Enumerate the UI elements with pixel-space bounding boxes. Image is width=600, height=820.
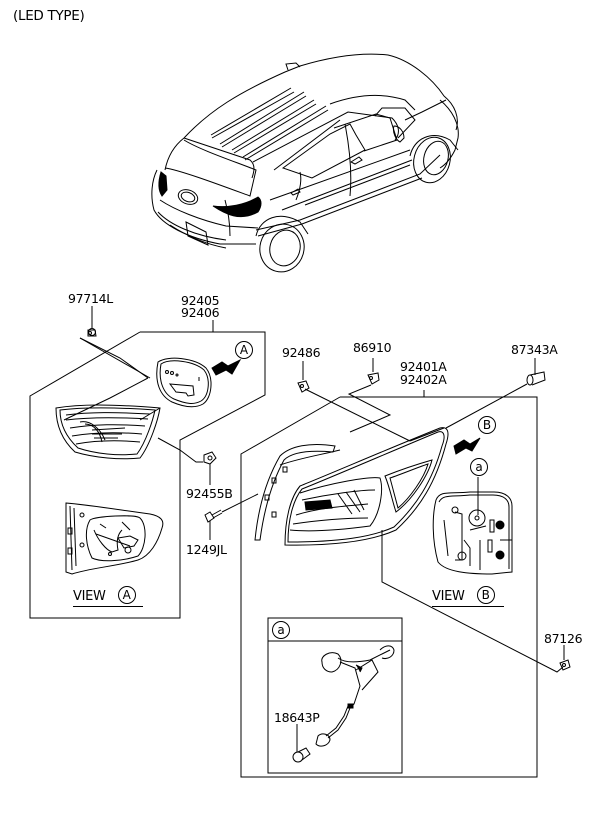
bulb-18643P-icon bbox=[293, 748, 310, 762]
view-arrow-B-icon bbox=[454, 438, 480, 454]
part-label-1249JL[interactable]: 1249JL bbox=[186, 542, 227, 557]
part-label-92406[interactable]: 92406 bbox=[181, 305, 220, 320]
lamp-mount-gasket-icon bbox=[157, 358, 211, 407]
clip-97714L-icon bbox=[88, 329, 96, 337]
diagram-title: (LED TYPE) bbox=[13, 8, 85, 24]
view-B-illustration bbox=[433, 477, 512, 574]
part-label-92486[interactable]: 92486 bbox=[282, 345, 321, 360]
part-label-92401A[interactable]: 92401A bbox=[400, 359, 447, 374]
view-A-caption: VIEW A bbox=[73, 586, 143, 607]
part-label-92402A[interactable]: 92402A bbox=[400, 372, 447, 387]
clip-86910-icon bbox=[368, 373, 379, 384]
part-label-87343A[interactable]: 87343A bbox=[511, 342, 558, 357]
clip-87126-icon bbox=[560, 660, 570, 670]
view-A-illustration bbox=[66, 503, 163, 574]
outer-lamp-gasket-icon bbox=[255, 444, 340, 540]
vehicle-illustration bbox=[152, 54, 458, 277]
view-arrow-A-icon bbox=[212, 360, 240, 375]
inner-lamp-group bbox=[30, 306, 265, 618]
view-A-circle: A bbox=[117, 586, 136, 604]
part-label-87126[interactable]: 87126 bbox=[544, 631, 583, 646]
part-label-18643P[interactable]: 18643P bbox=[274, 710, 320, 725]
callout-a-circle: a bbox=[470, 458, 488, 476]
part-label-92405[interactable]: 92405 bbox=[181, 293, 220, 308]
fasteners-center bbox=[204, 452, 258, 540]
nut-92455B-icon bbox=[204, 452, 216, 464]
view-B-circle: B bbox=[476, 586, 495, 604]
detail-a-box bbox=[268, 618, 402, 773]
bolt-1249JL-icon bbox=[205, 510, 222, 522]
view-B-label: VIEW bbox=[432, 589, 465, 604]
grommet-87343A-icon bbox=[527, 372, 545, 385]
part-label-97714L[interactable]: 97714L bbox=[68, 291, 113, 306]
part-label-86910[interactable]: 86910 bbox=[353, 340, 392, 355]
view-A-label: VIEW bbox=[73, 589, 106, 604]
detail-a-circle: a bbox=[272, 621, 290, 639]
callout-B-circle: B bbox=[478, 416, 496, 434]
part-label-92455B[interactable]: 92455B bbox=[186, 486, 233, 501]
clip-92486-icon bbox=[298, 381, 309, 392]
wiring-harness-icon bbox=[316, 646, 394, 746]
inner-lamp-92405-icon bbox=[56, 405, 160, 459]
outer-lamp-92401A-icon bbox=[285, 428, 448, 545]
view-B-caption: VIEW B bbox=[432, 586, 504, 607]
outer-lamp-group bbox=[241, 358, 570, 777]
callout-A-circle: A bbox=[235, 341, 253, 359]
